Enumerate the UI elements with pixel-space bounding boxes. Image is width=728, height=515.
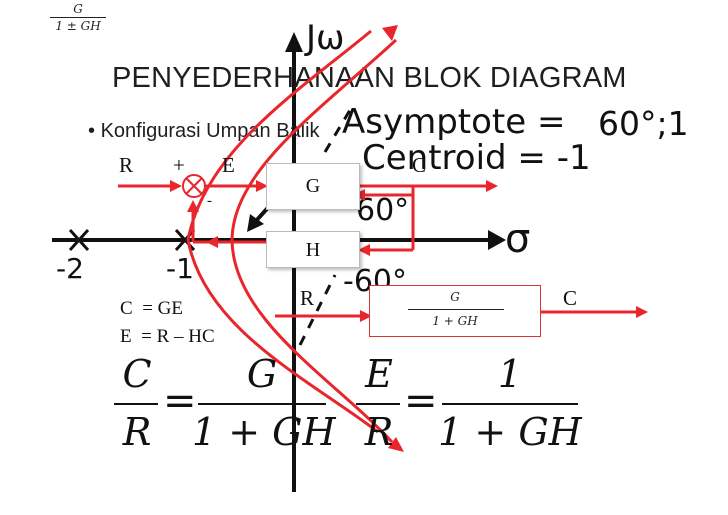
formula1-rhs-denominator: 1 + GH bbox=[192, 410, 336, 454]
output-c-label: C bbox=[412, 153, 427, 177]
eq1-equals: = bbox=[142, 298, 153, 319]
eq1-rhs: GE bbox=[157, 298, 183, 319]
tick-minus-1: -1 bbox=[166, 252, 194, 285]
jw-axis-arrow bbox=[285, 32, 303, 52]
asymptote-label: Asymptote = bbox=[342, 102, 566, 142]
formula2-rhs-bar bbox=[442, 403, 578, 405]
closed-loop-block: G 1 + GH bbox=[369, 285, 541, 337]
formula2-rhs-numerator: 1 bbox=[497, 352, 523, 396]
feedback-block-h: H bbox=[266, 231, 360, 268]
simplified-input-r: R bbox=[300, 286, 315, 310]
bullet-item: • Konfigurasi Umpan Balik bbox=[88, 120, 320, 142]
formula2-rhs-denominator: 1 + GH bbox=[438, 410, 582, 454]
corner-fraction: G 1 ± GH bbox=[50, 2, 106, 33]
formula1-numerator: C bbox=[122, 352, 152, 396]
bullet-text: Konfigurasi Umpan Balik bbox=[100, 120, 320, 142]
page-title: PENYEDERHANAAN BLOK DIAGRAM bbox=[112, 62, 627, 94]
formula1-rhs-bar bbox=[198, 403, 326, 405]
formula2-bar bbox=[356, 403, 400, 405]
eq2-lhs: E bbox=[120, 326, 132, 347]
equation-c: C = GE bbox=[120, 298, 183, 320]
closed-loop-numerator: G bbox=[450, 290, 460, 304]
formula2-denominator: R bbox=[364, 410, 394, 454]
sigma-axis-arrow bbox=[488, 230, 506, 250]
pole-at-minus-2 bbox=[68, 228, 90, 252]
centroid-label: Centroid = -1 bbox=[362, 138, 591, 178]
closed-loop-denominator: 1 + GH bbox=[432, 314, 478, 328]
eq2-equals: = bbox=[141, 326, 152, 347]
corner-fraction-numerator: G bbox=[73, 2, 83, 16]
equation-e: E = R – HC bbox=[120, 326, 215, 348]
forward-block-label: G bbox=[305, 175, 321, 197]
corner-fraction-denominator: 1 ± GH bbox=[55, 19, 101, 33]
forward-block-g: G bbox=[266, 163, 360, 210]
error-e-label: E bbox=[222, 153, 235, 177]
asymptote-value: 60°;1 bbox=[598, 104, 689, 143]
simplified-output-c: C bbox=[563, 286, 578, 310]
asymptote-upper-dash bbox=[323, 109, 352, 153]
minus-sign: - bbox=[207, 193, 212, 209]
locus-branch-right bbox=[230, 38, 398, 444]
locus-branch-left bbox=[186, 29, 379, 434]
sigma-label: σ bbox=[505, 216, 531, 262]
tick-minus-2: -2 bbox=[56, 252, 84, 285]
input-r-label: R bbox=[119, 153, 134, 177]
eq1-lhs: C bbox=[120, 298, 133, 319]
formula2-equals: = bbox=[404, 378, 438, 424]
feedback-block-label: H bbox=[305, 239, 321, 261]
plus-sign: + bbox=[173, 153, 185, 177]
pole-at-minus-1 bbox=[174, 228, 196, 252]
formula1-denominator: R bbox=[122, 410, 152, 454]
jw-label: Jω bbox=[306, 18, 345, 58]
formula2-numerator: E bbox=[365, 352, 393, 396]
formula1-bar bbox=[114, 403, 158, 405]
formula1-equals: = bbox=[163, 378, 197, 424]
formula1-rhs-numerator: G bbox=[246, 352, 278, 396]
asymptote-lower-dash bbox=[298, 274, 337, 346]
eq2-rhs: R – HC bbox=[156, 326, 215, 347]
summing-junction bbox=[182, 174, 206, 198]
angle-pointer-head bbox=[247, 214, 264, 232]
